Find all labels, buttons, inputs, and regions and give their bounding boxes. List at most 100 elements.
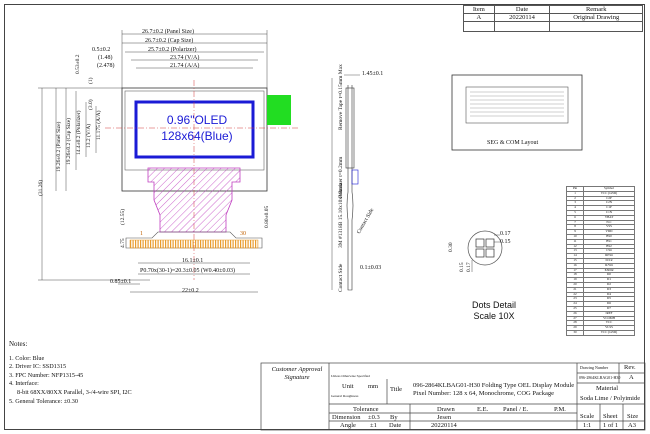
- note-item: 1. Color: Blue: [9, 354, 45, 362]
- angle-tolerance: ±1: [370, 422, 377, 429]
- dim-aa: 21.74 (A/A): [170, 63, 200, 69]
- sheet-label: Sheet: [603, 413, 618, 420]
- ee-label: E.E.: [477, 406, 489, 413]
- material-label: Material: [596, 385, 619, 392]
- notes-title: Notes:: [9, 340, 28, 348]
- unit-label: Unit: [342, 383, 354, 390]
- dim-left-2478: (2.478): [97, 63, 115, 69]
- pin-1-label: 1: [140, 231, 143, 237]
- front-view: [38, 30, 300, 293]
- dim-thk-145: 1.45±0.1: [362, 71, 384, 77]
- dim-v-3: (3.0): [88, 99, 94, 110]
- dim-thk-01: 0.1±0.03: [360, 265, 382, 271]
- note-item: 8-bit 68XX/80XX Parallel, 3-/4-wire SPI,…: [17, 388, 132, 396]
- title-line-2: Pixel Number: 128 x 64, Monochrome, COG …: [413, 390, 554, 397]
- contact-side-label-2: Contact Side: [338, 263, 344, 292]
- fpc-hatched-region: [147, 167, 241, 233]
- dim-width-161: 16.1±0.1: [182, 258, 204, 264]
- rev-label: Rev.: [624, 364, 636, 371]
- size-value: A3: [628, 422, 636, 429]
- title-block-frame: [260, 362, 646, 431]
- dot-dim-vert-015: 0.15: [459, 262, 465, 272]
- dimension-tolerance: ±0.3: [368, 414, 380, 421]
- dim-v-080: 0.80±0.05: [264, 205, 270, 228]
- panel-e-label: Panel / E.: [503, 406, 529, 413]
- note-item: 4. Interface:: [9, 380, 39, 388]
- dim-panel-size: 26.7±0.2 (Panel Size): [142, 29, 194, 35]
- dim-pitch: P0.70x(30-1)=20.3±0.05 (W0.40±0.03): [140, 268, 235, 274]
- title-line-1: 096-2864KLBAG01-H30 Folding Type OEL Dis…: [413, 382, 575, 389]
- pin-30-label: 30: [240, 231, 246, 237]
- fpc-tail: [125, 231, 263, 249]
- dim-thk-030: 0.30: [448, 242, 454, 252]
- revision-table: Item Date Remark A 20220114 Original Dra…: [463, 5, 643, 32]
- dim-v-1: (1): [88, 77, 94, 84]
- date-label: Date: [389, 422, 402, 429]
- seg-com-layout: [451, 74, 583, 151]
- dimension-label: Dimension: [332, 414, 361, 421]
- scale-value: 1:1: [583, 422, 592, 429]
- display-active-area: [134, 100, 255, 159]
- note-item: 5. General Tolerance: ±0.30: [9, 397, 78, 405]
- dim-v-total: (31.26): [38, 179, 44, 196]
- dots-detail: [467, 230, 503, 272]
- top-dimension-lines: [121, 30, 268, 88]
- dim-v-1255: (12.55): [120, 208, 126, 225]
- dots-detail-title: Dots Detail: [471, 300, 516, 310]
- drawing-number: 096-2864KLBAG01-H30: [579, 375, 621, 380]
- scale-label: Scale: [580, 413, 595, 420]
- dim-v-053: 0.53±0.2: [75, 54, 81, 74]
- title-label: Title: [390, 386, 403, 393]
- note-item: 2. Driver IC: SSD1315: [9, 363, 67, 371]
- display-label-line1: 0.96"OLED: [166, 113, 228, 127]
- seg-com-label: SEG & COM Layout: [487, 140, 539, 146]
- dot-dim-015: 0.15: [500, 239, 511, 245]
- pin-symbol-cell: VCC (GND): [583, 329, 635, 336]
- unit-value: mm: [368, 383, 379, 390]
- rev-value: A: [629, 374, 634, 381]
- dim-left-05: 0.5±0.2: [92, 47, 111, 53]
- roughness-label: General Roughness: [331, 394, 359, 398]
- bottom-dimension-lines: [118, 262, 258, 293]
- notes-block: Notes: 1. Color: Blue 2. Driver IC: SSD1…: [9, 340, 132, 406]
- material-value: Soda Lime / Polyimide: [580, 395, 641, 402]
- dim-v-va: 13.2 (V/A): [86, 123, 92, 148]
- remove-tape-label: Remove Tape t=0.15mm Max: [338, 64, 344, 130]
- dim-v-aa: 11.175 (A/A): [96, 110, 102, 140]
- left-dimension-lines: [38, 87, 150, 281]
- dim-cap-size: 26.7±0.2 (Cap Size): [145, 38, 194, 44]
- pin-number-cell: 30: [566, 329, 584, 336]
- tolerance-label: Tolerance: [353, 406, 379, 413]
- fpc-contact-fingers: [129, 239, 259, 249]
- note-item: 3. FPC Number: NFP1315-45: [9, 371, 84, 379]
- remove-tape-tab: [267, 95, 291, 125]
- dim-va: 23.74 (V/A): [170, 55, 200, 61]
- size-label: Size: [627, 413, 639, 420]
- dim-offset-085: 0.85±0.1: [110, 279, 132, 285]
- dim-v-panel: 19.26±0.2 (Panel Size): [56, 121, 62, 172]
- side-view: [331, 74, 360, 291]
- dim-total-22: 22±0.2: [182, 288, 199, 294]
- angle-label: Angle: [340, 422, 356, 429]
- dots-detail-scale: Scale 10X: [473, 311, 515, 321]
- drawing-number-label: Drawing Number: [580, 365, 609, 370]
- dim-v-475: 4.75: [120, 238, 126, 248]
- signature-label: Signature: [284, 374, 310, 381]
- by-label: By: [390, 414, 398, 421]
- dot-dim-017: 0.17: [500, 231, 511, 237]
- unless-specified-label: Unless Otherwise Specified: [331, 374, 370, 378]
- sheet-value: 1 of 1: [603, 422, 619, 429]
- drawn-label: Drawn: [437, 406, 455, 413]
- dim-polarizer: 25.7±0.2 (Polarizer): [148, 47, 197, 53]
- dot-dim-vert-017: 0.17: [466, 262, 472, 272]
- customer-approval-label: Customer Approval: [271, 366, 323, 373]
- drawn-date: 20220114: [431, 422, 457, 429]
- display-label-line2: 128x64(Blue): [161, 129, 233, 143]
- dim-v-polarizer: 14.4±0.2 (Polarizer): [76, 110, 82, 155]
- drawing-border: [4, 4, 645, 430]
- pm-label: P.M.: [554, 406, 566, 413]
